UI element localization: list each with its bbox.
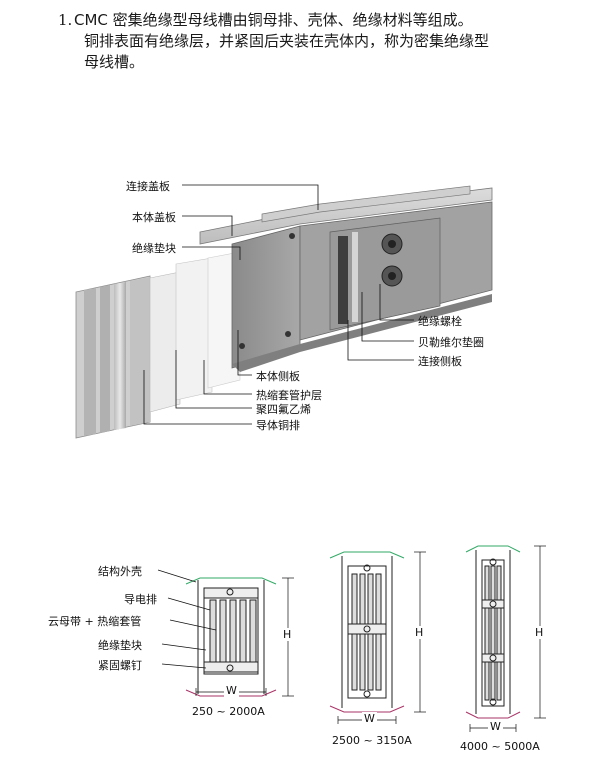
assembly-leader-lines xyxy=(143,184,414,425)
conductor-bar-stack xyxy=(75,275,151,439)
busway-housing xyxy=(199,185,493,372)
dim-w-2: W xyxy=(362,712,377,725)
dim-w-1: W xyxy=(224,684,239,697)
label-connect-cover: 连接盖板 xyxy=(126,180,170,193)
range-4000-5000: 4000 ~ 5000A xyxy=(460,740,540,753)
label-connect-side: 连接侧板 xyxy=(418,355,462,368)
intro-line-2: 铜排表面有绝缘层，并紧固后夹装在壳体内，称为密集绝缘型 xyxy=(84,32,490,50)
label-shell: 结构外壳 xyxy=(98,565,142,578)
label-insulation-bolt: 绝缘螺栓 xyxy=(418,315,462,328)
label-body-cover: 本体盖板 xyxy=(132,211,176,224)
range-250-2000: 250 ~ 2000A xyxy=(192,705,265,718)
label-busbar: 导电排 xyxy=(124,593,157,606)
label-heat-shrink: 热缩套管护层 xyxy=(256,389,322,402)
section-250-2000 xyxy=(185,577,277,697)
dim-w-3: W xyxy=(488,720,503,733)
dim-h-1: H xyxy=(283,628,292,641)
intro-number: 1. xyxy=(58,11,73,29)
intro-line-1: CMC 密集绝缘型母线槽由铜母排、壳体、绝缘材料等组成。 xyxy=(74,11,473,29)
dim-h-3: H xyxy=(535,626,544,639)
label-ptfe: 聚四氟乙烯 xyxy=(256,403,311,416)
label-conductor: 导体铜排 xyxy=(256,419,300,432)
label-belleville-washer: 贝勒维尔垫圈 xyxy=(418,336,484,349)
label-body-side: 本体侧板 xyxy=(256,370,300,383)
dim-h-2: H xyxy=(415,626,424,639)
intro-paragraph: 1. CMC 密集绝缘型母线槽由铜母排、壳体、绝缘材料等组成。 铜排表面有绝缘层… xyxy=(58,10,568,73)
label-insulation-pad: 绝缘垫块 xyxy=(132,242,176,255)
dim-lines-3 xyxy=(469,545,546,732)
intro-line-3: 母线槽。 xyxy=(84,53,145,71)
label-pad: 绝缘垫块 xyxy=(98,639,142,652)
label-mica: 云母带 + 热缩套管 xyxy=(48,615,142,628)
range-2500-3150: 2500 ~ 3150A xyxy=(332,734,412,747)
section-4000-5000 xyxy=(465,545,521,719)
section-2500-3150 xyxy=(329,551,405,713)
section-leader-lines xyxy=(157,569,217,669)
label-screw: 紧固螺钉 xyxy=(98,659,142,672)
